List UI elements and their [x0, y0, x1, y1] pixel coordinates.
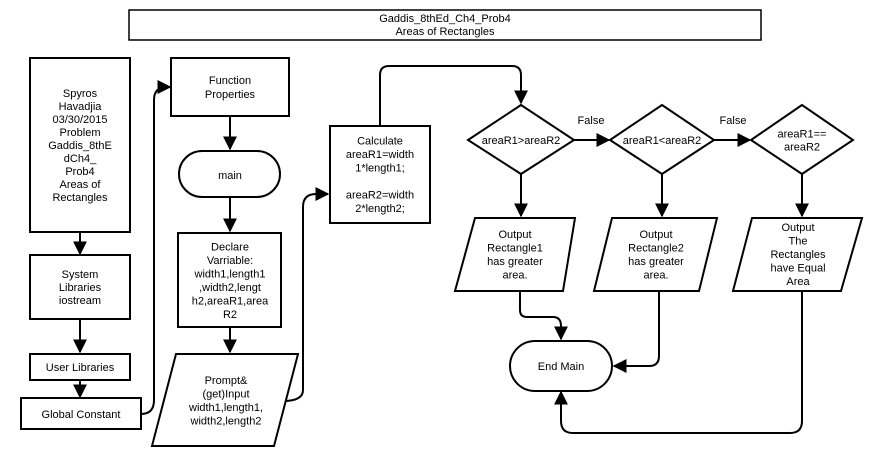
text-line: dCh4_ [64, 153, 97, 165]
text-line: Varriable: [207, 255, 253, 267]
text-line: areaR2=width [346, 189, 414, 201]
text-line: Rectangle1 [487, 242, 543, 254]
flow-edges [73, 65, 809, 434]
text-line: main [218, 170, 242, 182]
global-constant-box: Global Constant [20, 397, 142, 430]
text-line: width1,length1, [188, 402, 263, 414]
text-line: User Libraries [46, 362, 115, 374]
prompt-input-text: Prompt&(get)Input width1,length1,width2,l… [188, 375, 263, 428]
user-libraries-box: User Libraries [29, 353, 131, 381]
main-text: main [218, 170, 242, 182]
text-line: width1,length1 [194, 268, 266, 280]
global-constant-text: Global Constant [42, 409, 121, 421]
text-line: Havadjia [59, 101, 103, 113]
text-line: Rectangles [52, 192, 108, 204]
text-line: has greater [487, 256, 543, 268]
text-line: 2*length2; [355, 203, 405, 215]
text-line: Rectangles [770, 249, 826, 261]
text-line: Rectangle2 [628, 242, 684, 254]
text-line: System [62, 269, 99, 281]
text-line: 1*length1; [355, 162, 405, 174]
text-line: Output [781, 222, 814, 234]
main-terminal: main [178, 150, 281, 198]
decision-3-text: areaR1==areaR2 [778, 129, 827, 154]
text-line: Gaddis_8thE [48, 140, 112, 152]
text-line: (get)Input [202, 388, 249, 400]
diagram-title: Gaddis_8thEd_Ch4_Prob4 Areas of Rectangl… [128, 9, 762, 41]
text-line: areaR1>areaR2 [482, 135, 561, 147]
text-line: Properties [205, 89, 256, 101]
false-label-2: False [720, 115, 747, 127]
text-line: area. [643, 269, 668, 281]
title-line-2: Areas of Rectangles [395, 26, 495, 38]
edge-output2-to-end [612, 291, 660, 373]
text-line: has greater [628, 256, 684, 268]
text-line: R2 [223, 309, 237, 321]
text-line: have Equal [770, 263, 825, 275]
text-line: areaR2 [784, 142, 820, 154]
edge-calculate-to-decision1 [379, 65, 528, 125]
end-main-terminal: End Main [509, 340, 613, 392]
text-line: areaR1== [778, 129, 827, 141]
edge-output1-to-end [519, 291, 568, 341]
decision-areaR1-greater: areaR1>areaR2 [466, 103, 576, 176]
decision-2-text: areaR1<areaR2 [623, 135, 702, 147]
text-line: Area [786, 276, 810, 288]
text-line: The [789, 236, 808, 248]
text-line: Prob4 [65, 166, 94, 178]
text-line: Areas of [60, 179, 102, 191]
prompt-input-parallelogram: Prompt&(get)Input width1,length1,width2,l… [150, 353, 300, 447]
text-line: Libraries [59, 282, 102, 294]
text-line: Spyros [63, 88, 98, 100]
text-line: Output [639, 229, 672, 241]
text-line: areaR1<areaR2 [623, 135, 702, 147]
user-libraries-text: User Libraries [46, 362, 115, 374]
text-line: width2,length2 [190, 415, 262, 427]
end-main-text: End Main [538, 361, 584, 373]
text-line: areaR1=width [346, 149, 414, 161]
text-line: area. [502, 269, 527, 281]
title-line-1: Gaddis_8thEd_Ch4_Prob4 [379, 13, 510, 25]
text-line: Calculate [357, 135, 403, 147]
edge-prompt-to-calculate [282, 187, 330, 402]
decision-areaR1-less: areaR1<areaR2 [608, 103, 716, 176]
text-line: h2,areaR1,area [192, 295, 269, 307]
text-line: Function [209, 75, 251, 87]
text-line: ,width2,lengt [199, 282, 261, 294]
text-line: 03/30/2015 [52, 114, 107, 126]
decision-1-text: areaR1>areaR2 [482, 135, 561, 147]
text-line: Prompt& [205, 375, 248, 387]
edge-global-to-function [140, 80, 172, 415]
false-label-1: False [578, 115, 605, 127]
text-line: Problem [60, 127, 101, 139]
text-line: iostream [59, 295, 101, 307]
text-line: Global Constant [42, 409, 121, 421]
decision-areaR1-equal: areaR1==areaR2 [749, 103, 855, 176]
text-line: Declare [211, 241, 249, 253]
text-line: End Main [538, 361, 584, 373]
text-line: Output [498, 229, 531, 241]
edge-output3-to-end [554, 291, 803, 434]
